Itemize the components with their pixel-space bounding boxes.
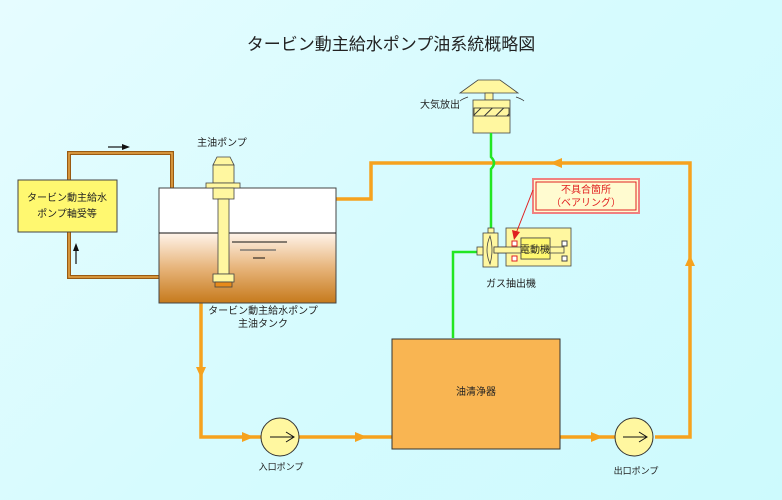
oil-purifier[interactable]	[391, 338, 561, 450]
flow-arrow-right-icon	[355, 432, 367, 442]
flow-arrow-up-icon	[73, 243, 79, 264]
inlet-pump[interactable]	[260, 417, 300, 457]
bearings-box-label-line2: ポンプ軸受等	[37, 207, 97, 220]
gas-extractor-label: ガス抽出機	[486, 277, 536, 290]
fault-callout-line2: （ベアリング）	[551, 196, 621, 209]
main-oil-tank-label-line2: 主油タンク	[238, 317, 288, 330]
bearings-box-label-line1: タービン動主給水	[27, 191, 107, 204]
flow-arrow-left-icon	[550, 158, 562, 168]
outlet-pump-label: 出口ポンプ	[614, 465, 659, 477]
fault-callout-line1: 不具合箇所	[561, 183, 611, 196]
gas-line	[451, 133, 496, 338]
fault-bearing-marker[interactable]	[511, 240, 518, 247]
page-title: タービン動主給水ポンプ油系統概略図	[247, 35, 536, 55]
oil-line-network	[199, 161, 692, 439]
flow-arrow-right-icon	[242, 432, 254, 442]
main-oil-pump[interactable]	[205, 156, 241, 288]
bearings-box[interactable]: タービン動主給水 ポンプ軸受等	[17, 179, 118, 233]
flow-arrow-right-icon	[591, 432, 603, 442]
motor-label: 電動機	[520, 243, 550, 256]
main-oil-tank-label-line1: タービン動主給水ポンプ	[208, 304, 318, 317]
inlet-pump-label: 入口ポンプ	[259, 462, 304, 473]
main-oil-pump-label: 主油ポンプ	[197, 136, 247, 149]
flow-arrow-right-icon	[108, 144, 130, 150]
fault-callout	[512, 178, 640, 240]
outlet-pump[interactable]	[614, 417, 654, 457]
flow-arrow-up-icon	[685, 255, 695, 266]
main-oil-tank[interactable]	[158, 187, 337, 304]
vent-label: 大気放出	[420, 98, 460, 111]
atmospheric-vent[interactable]	[458, 79, 525, 134]
flow-arrow-down-icon	[196, 367, 206, 378]
oil-purifier-label: 油清浄器	[456, 385, 496, 398]
